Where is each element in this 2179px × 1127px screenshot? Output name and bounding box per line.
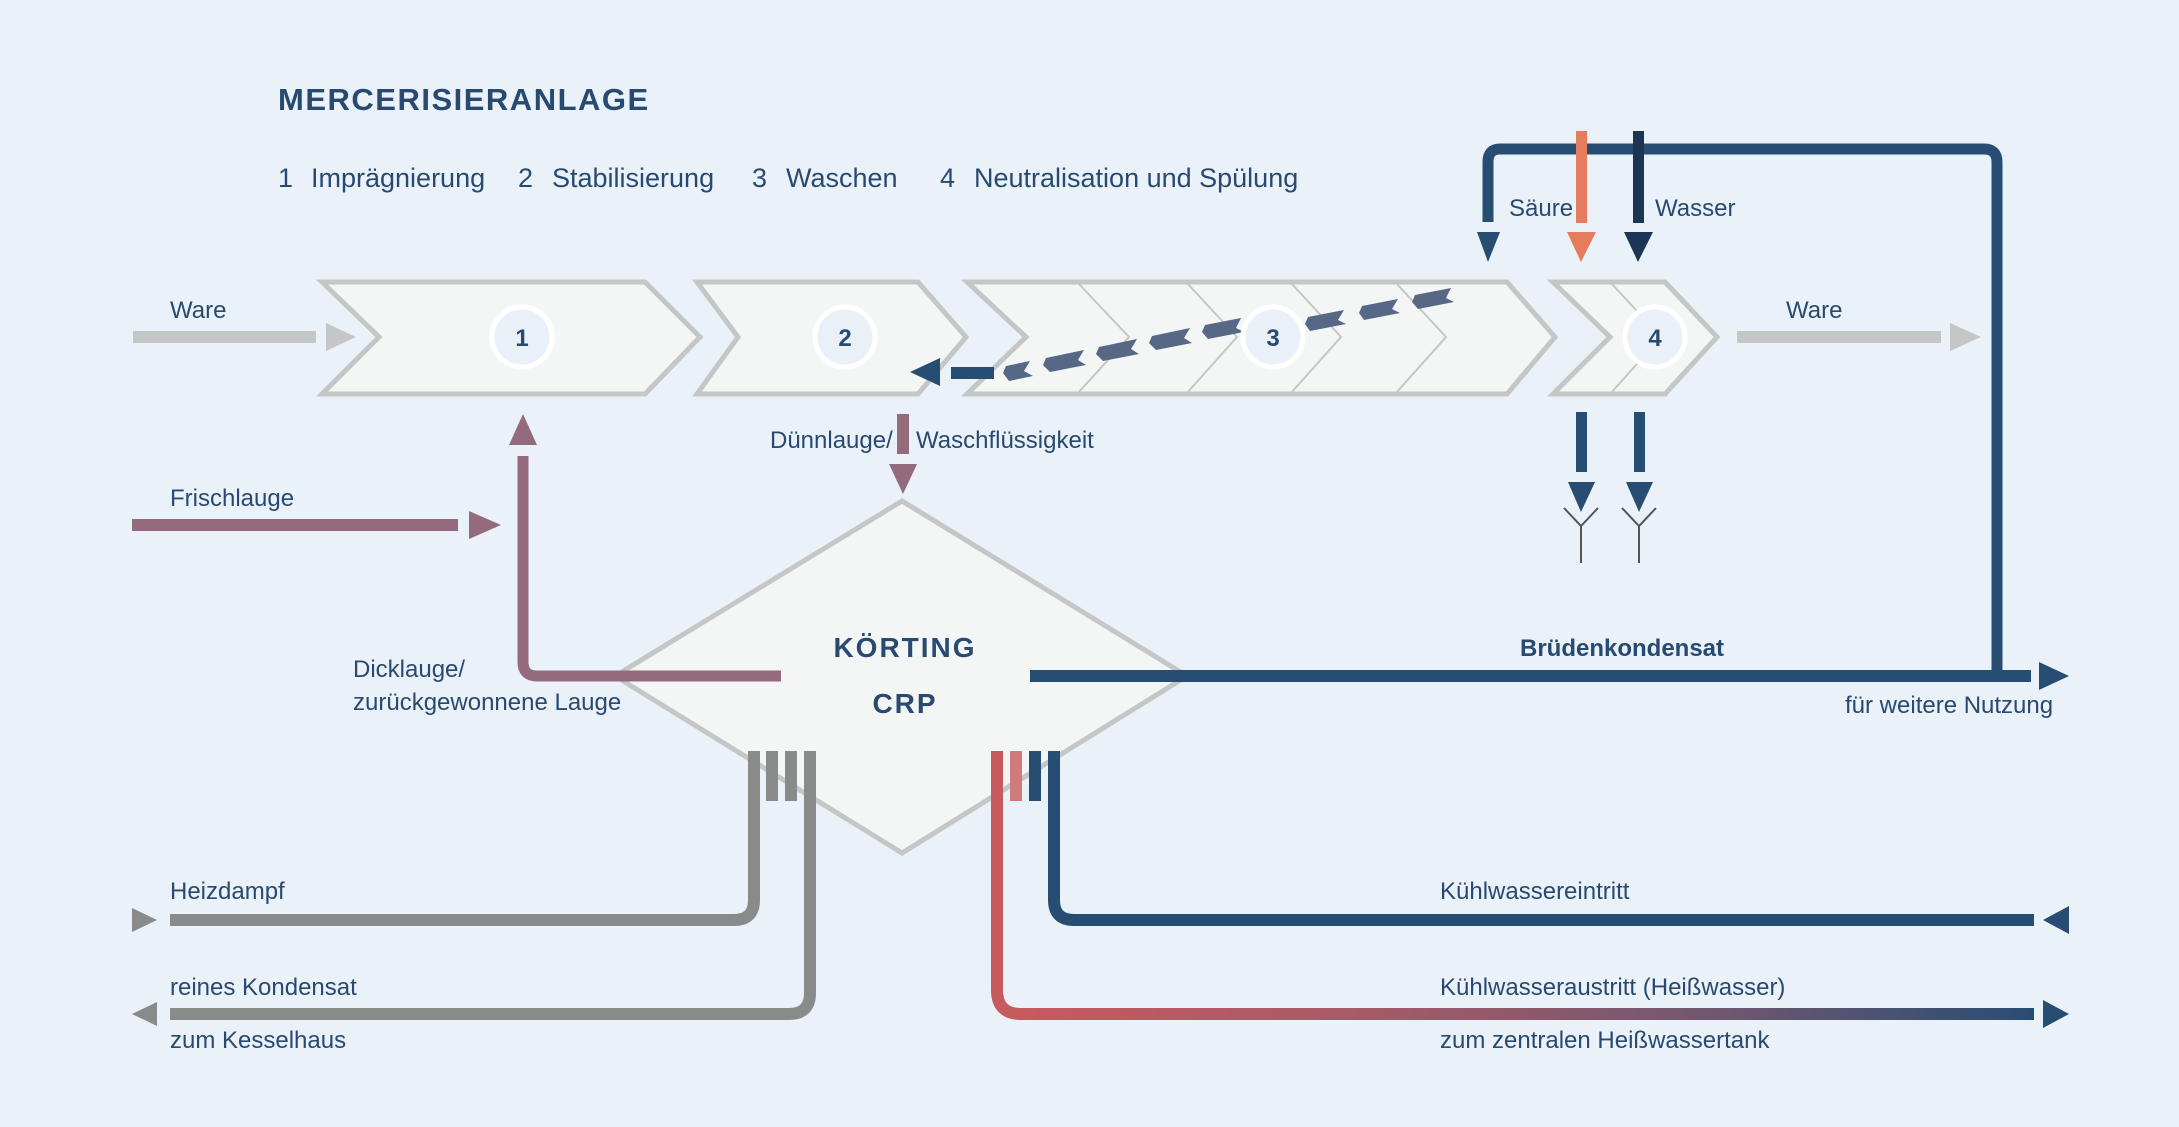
legend-num-4: 4 [940, 163, 955, 193]
label-wasser: Wasser [1655, 195, 1735, 222]
water-arrow-head [1624, 232, 1653, 262]
unit-name-line1: KÖRTING [833, 632, 976, 663]
dicklauge-pipe [517, 456, 781, 682]
stage-4: 4 [1546, 279, 1721, 397]
drain-arrow-head [1626, 482, 1653, 512]
stage-2-number: 2 [838, 325, 851, 352]
ware-in-arrow-head [326, 323, 356, 351]
legend-label-3: Waschen [786, 163, 898, 193]
recycle-arrow-head [1477, 232, 1500, 262]
stage-4-number: 4 [1648, 325, 1662, 352]
ware-out-pipe [1737, 331, 1941, 343]
legend-label-1: Imprägnierung [311, 163, 485, 193]
drain-2 [1621, 412, 1657, 563]
label-heizdampf: Heizdampf [170, 878, 285, 905]
drain-1 [1563, 412, 1599, 563]
kuehlwasser-aus-pipe [1020, 1008, 2034, 1020]
legend-label-2: Stabilisierung [552, 163, 714, 193]
stage-3-subdivider [1077, 282, 1131, 394]
ware-in-pipe [133, 331, 316, 343]
koerting-crp-unit [610, 498, 1192, 856]
hot-water-stub [1010, 751, 1022, 801]
label-ware-in: Ware [170, 297, 226, 324]
duennlauge-arrow-head [889, 464, 917, 494]
stage-2-circle [812, 304, 878, 370]
drain-pipe [1576, 412, 1587, 472]
stage-3-number: 3 [1266, 325, 1279, 352]
legend-num-1: 1 [278, 163, 293, 193]
stage-3-subdivider [1186, 282, 1239, 394]
label-kuehlwasser-ein: Kühlwassereintritt [1440, 878, 1630, 905]
kuehlwasser-ein-arrow-head [2043, 906, 2069, 934]
stage-3-circle [1240, 304, 1306, 370]
drain-icon [1563, 507, 1599, 563]
stage-2: 2 [692, 279, 970, 397]
stage-3-subdivider [1290, 282, 1343, 394]
kondensat-arrow-head [132, 1002, 157, 1026]
stage-legend: 1 Imprägnierung 2 Stabilisierung 3 Wasch… [278, 163, 1298, 193]
kuehlwasser-aus-bend [991, 751, 1022, 1020]
steam-stub [785, 751, 797, 801]
label-duennlauge: Dünnlauge/ [770, 427, 893, 454]
legend-num-2: 2 [518, 163, 533, 193]
kondensat-pipe [170, 751, 816, 1020]
stage-1-number: 1 [515, 325, 528, 352]
unit-name-line2: CRP [872, 688, 937, 719]
steam-connections [132, 751, 816, 1026]
drain-arrow-head [1568, 482, 1595, 512]
heizdampf-arrow-head [132, 908, 157, 932]
legend-label-4: Neutralisation und Spülung [974, 163, 1298, 193]
label-weitere-nutzung: für weitere Nutzung [1845, 692, 2053, 719]
bruedenkondensat-pipe [1030, 670, 2031, 682]
wash-counterflow-dashes [1003, 288, 1454, 381]
frischlauge-pipe [132, 519, 458, 531]
label-bruedenkondensat: Brüdenkondensat [1520, 635, 1724, 662]
acid-pipe [1576, 131, 1587, 223]
duennlauge-pipe [897, 414, 909, 454]
cooling-water-stub [1029, 751, 1041, 801]
stage-3: 3 [960, 279, 1559, 397]
label-kondensat-2: zum Kesselhaus [170, 1027, 346, 1054]
label-dicklauge-1: Dicklauge/ [353, 656, 465, 683]
label-saeure: Säure [1509, 195, 1573, 222]
bruedenkondensat-arrow-head [2039, 662, 2069, 690]
kuehlwasser-ein-pipe [1048, 751, 2034, 926]
label-waschfluessigkeit: Waschflüssigkeit [916, 427, 1094, 454]
acid-arrow-head [1567, 232, 1596, 262]
drain-icon [1621, 507, 1657, 563]
water-pipe [1633, 131, 1644, 223]
steam-stub [766, 751, 778, 801]
label-ware-out: Ware [1786, 297, 1842, 324]
cooling-connections [991, 751, 2069, 1028]
stage-1: 1 [315, 279, 704, 397]
label-kuehlwasser-aus-1: Kühlwasseraustritt (Heißwasser) [1440, 974, 1785, 1001]
counterflow-tail [951, 367, 994, 379]
drain-pipe [1634, 412, 1645, 472]
stage-1-circle [489, 304, 555, 370]
dicklauge-arrow-head [509, 414, 537, 445]
page-title: MERCERISIERANLAGE [278, 82, 650, 117]
kuehlwasser-aus-arrow-head [2043, 1000, 2069, 1028]
stage-4-circle [1622, 304, 1688, 370]
label-frischlauge: Frischlauge [170, 485, 294, 512]
frischlauge-arrow-head [469, 511, 501, 539]
label-dicklauge-2: zurückgewonnene Lauge [353, 689, 621, 716]
ware-out-arrow-head [1950, 323, 1981, 351]
label-kondensat-1: reines Kondensat [170, 974, 357, 1001]
legend-num-3: 3 [752, 163, 767, 193]
label-kuehlwasser-aus-2: zum zentralen Heißwassertank [1440, 1027, 1770, 1054]
recycle-pipe [1482, 143, 2003, 676]
heizdampf-pipe [170, 751, 760, 926]
counterflow-arrow-head [910, 358, 940, 386]
